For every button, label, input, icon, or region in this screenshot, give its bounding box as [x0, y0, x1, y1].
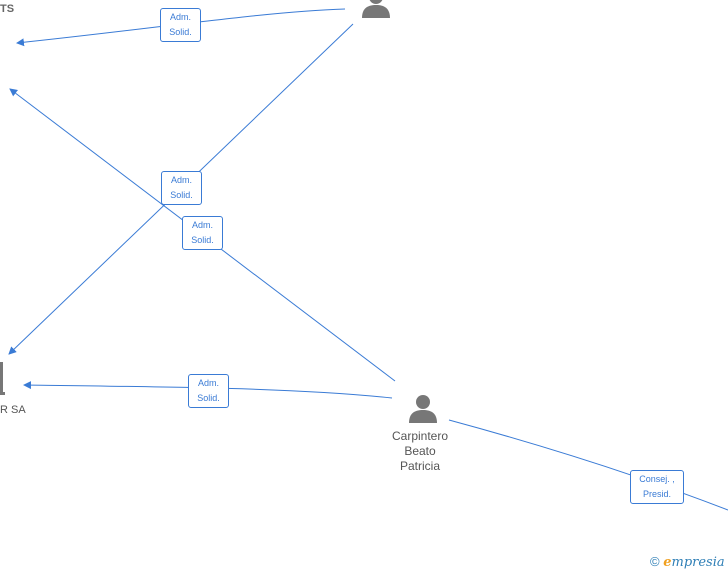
edge-center-person-to-right	[448, 419, 728, 511]
person-center-name-line: Carpintero	[391, 429, 449, 443]
role-badge[interactable]: Adm. Solid.	[188, 374, 229, 408]
brand-logo: empresia	[663, 555, 724, 570]
edge-center-person-to-company	[23, 381, 393, 399]
role-badge[interactable]: Adm. Solid.	[182, 216, 223, 250]
role-badge-line: Presid.	[642, 489, 671, 499]
person-top-icon[interactable]	[359, 0, 393, 20]
copyright-icon: ©	[650, 554, 660, 569]
role-badge[interactable]: Adm. Solid.	[160, 8, 201, 42]
person-center-icon[interactable]	[406, 391, 440, 425]
top-left-node-label: TS	[0, 3, 15, 15]
role-badge-line: Solid.	[191, 235, 214, 245]
role-badge-line: Solid.	[169, 27, 192, 37]
role-badge[interactable]: Adm. Solid.	[161, 171, 202, 205]
role-badge-line: Solid.	[197, 393, 220, 403]
brand-initial: e	[663, 555, 672, 570]
brand-name: mpresia	[671, 555, 725, 570]
role-badge-line: Solid.	[170, 190, 193, 200]
person-center-name-line: Beato	[404, 444, 436, 458]
role-badge[interactable]: Consej. , Presid.	[630, 470, 684, 504]
footer-brand: © empresia	[650, 554, 725, 570]
person-center-name-line: Patricia	[399, 459, 440, 473]
edge-top-person-to-top-left	[16, 8, 346, 47]
role-badge-line: Adm.	[191, 220, 213, 230]
company-icon	[0, 362, 5, 395]
company-node-label: R SA	[0, 404, 26, 416]
role-badge-line: Consej. ,	[639, 474, 675, 484]
role-badge-line: Adm.	[197, 378, 219, 388]
person-center-name[interactable]: Carpintero Beato Patricia	[380, 429, 460, 474]
role-badge-line: Adm.	[169, 12, 191, 22]
role-badge-line: Adm.	[170, 175, 192, 185]
